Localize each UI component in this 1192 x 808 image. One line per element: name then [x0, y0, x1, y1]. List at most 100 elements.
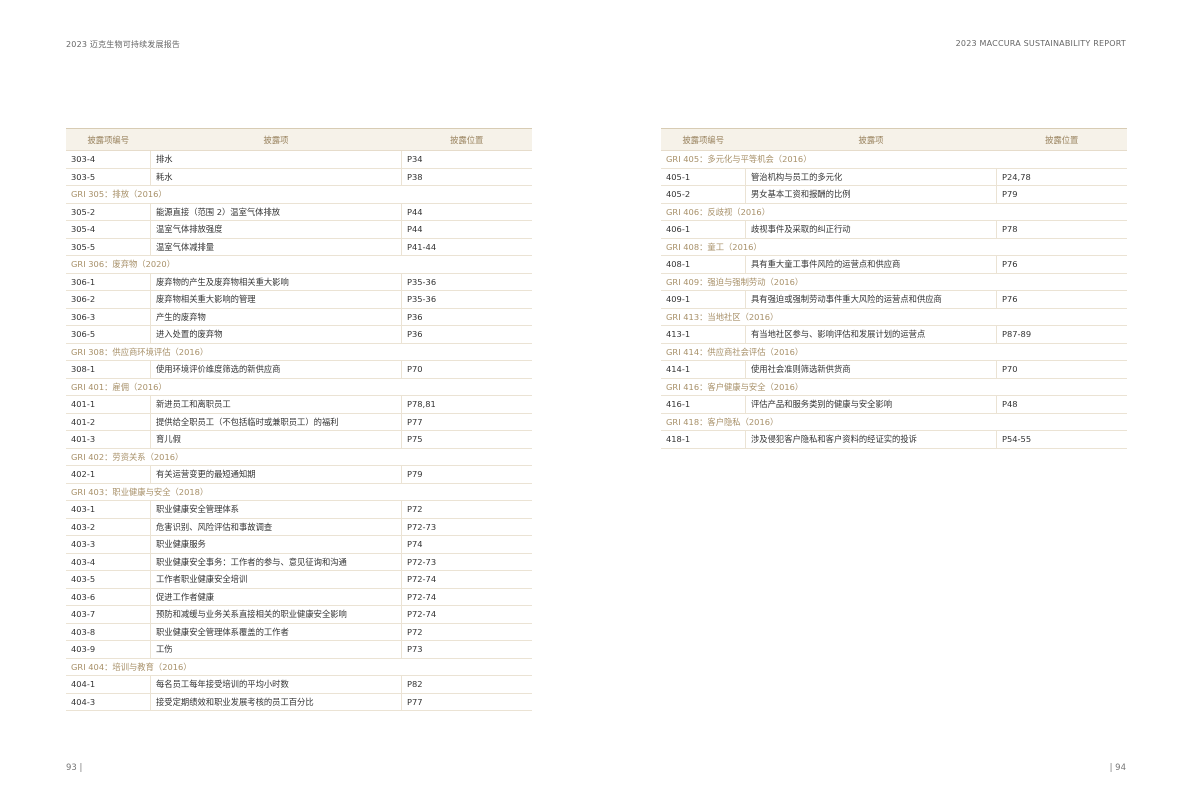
group-header-row: GRI 409：强迫与强制劳动（2016）: [661, 273, 1127, 291]
disclosure-code: 405-2: [661, 185, 746, 204]
disclosure-item: 产生的废弃物: [150, 308, 402, 326]
disclosure-item: 耗水: [150, 168, 402, 186]
disclosure-item: 有关运营变更的最短通知期: [150, 465, 402, 484]
group-title: GRI 306：废弃物（2020）: [66, 255, 532, 274]
disclosure-item: 进入处置的废弃物: [150, 325, 402, 344]
group-title: GRI 418：客户隐私（2016）: [661, 413, 1127, 431]
disclosure-page: P79: [401, 465, 532, 484]
disclosure-code: 403-9: [66, 640, 151, 659]
disclosure-code: 306-2: [66, 290, 151, 309]
disclosure-page: P72-73: [401, 553, 532, 571]
disclosure-page: P74: [401, 535, 532, 554]
disclosure-item: 排水: [150, 150, 402, 169]
group-header-row: GRI 406：反歧视（2016）: [661, 203, 1127, 221]
disclosure-page: P77: [401, 693, 532, 711]
disclosure-item: 歧视事件及采取的纠正行动: [745, 220, 997, 239]
disclosure-page: P38: [401, 168, 532, 186]
group-header-row: GRI 404：培训与教育（2016）: [66, 658, 532, 676]
group-title: GRI 402：劳资关系（2016）: [66, 448, 532, 466]
disclosure-code: 303-4: [66, 150, 151, 169]
disclosure-page: P72-74: [401, 570, 532, 589]
disclosure-page: P75: [401, 430, 532, 449]
disclosure-code: 404-1: [66, 675, 151, 694]
disclosure-code: 403-2: [66, 518, 151, 536]
disclosure-page: P70: [401, 360, 532, 379]
disclosure-item: 废弃物的产生及废弃物相关重大影响: [150, 273, 402, 291]
group-title: GRI 416：客户健康与安全（2016）: [661, 378, 1127, 396]
disclosure-code: 406-1: [661, 220, 746, 239]
disclosure-page: P76: [996, 290, 1127, 309]
disclosure-page: P24,78: [996, 168, 1127, 186]
group-title: GRI 403：职业健康与安全（2018）: [66, 483, 532, 501]
col-item: 披露项: [150, 128, 402, 151]
disclosure-code: 416-1: [661, 395, 746, 414]
group-header-row: GRI 408：童工（2016）: [661, 238, 1127, 256]
disclosure-code: 404-3: [66, 693, 151, 711]
disclosure-item: 温室气体排放强度: [150, 220, 402, 239]
disclosure-item: 涉及侵犯客户隐私和客户资料的经证实的投诉: [745, 430, 997, 449]
disclosure-code: 306-3: [66, 308, 151, 326]
col-page: 披露位置: [996, 128, 1127, 151]
disclosure-item: 职业健康安全事务：工作者的参与、意见征询和沟通: [150, 553, 402, 571]
disclosure-item: 男女基本工资和报酬的比例: [745, 185, 997, 204]
report-title-cn: 2023 迈克生物可持续发展报告: [66, 40, 181, 49]
col-code: 披露项编号: [66, 128, 151, 151]
group-title: GRI 406：反歧视（2016）: [661, 203, 1127, 221]
disclosure-item: 使用环境评价维度筛选的新供应商: [150, 360, 402, 379]
disclosure-item: 管治机构与员工的多元化: [745, 168, 997, 186]
group-title: GRI 408：童工（2016）: [661, 238, 1127, 256]
disclosure-page: P76: [996, 255, 1127, 274]
disclosure-code: 306-1: [66, 273, 151, 291]
group-header-row: GRI 401：雇佣（2016）: [66, 378, 532, 396]
group-title: GRI 413：当地社区（2016）: [661, 308, 1127, 326]
group-title: GRI 404：培训与教育（2016）: [66, 658, 532, 676]
group-header-row: GRI 405：多元化与平等机会（2016）: [661, 150, 1127, 169]
page-number-left: 93 |: [66, 763, 83, 773]
disclosure-code: 403-7: [66, 605, 151, 624]
disclosure-item: 使用社会准则筛选新供货商: [745, 360, 997, 379]
disclosure-code: 414-1: [661, 360, 746, 379]
disclosure-code: 403-5: [66, 570, 151, 589]
group-header-row: GRI 416：客户健康与安全（2016）: [661, 378, 1127, 396]
group-header-row: GRI 308：供应商环境评估（2016）: [66, 343, 532, 361]
disclosure-item: 接受定期绩效和职业发展考核的员工百分比: [150, 693, 402, 711]
disclosure-code: 402-1: [66, 465, 151, 484]
disclosure-code: 305-2: [66, 203, 151, 221]
disclosure-code: 403-1: [66, 500, 151, 519]
disclosure-item: 职业健康安全管理体系: [150, 500, 402, 519]
disclosure-page: P72-73: [401, 518, 532, 536]
disclosure-item: 具有强迫或强制劳动事件重大风险的运营点和供应商: [745, 290, 997, 309]
disclosure-item: 促进工作者健康: [150, 588, 402, 606]
disclosure-item: 工伤: [150, 640, 402, 659]
disclosure-page: P73: [401, 640, 532, 659]
disclosure-page: P72: [401, 623, 532, 641]
disclosure-item: 职业健康安全管理体系覆盖的工作者: [150, 623, 402, 641]
disclosure-page: P35-36: [401, 290, 532, 309]
disclosure-page: P48: [996, 395, 1127, 414]
disclosure-code: 401-2: [66, 413, 151, 431]
group-header-row: GRI 402：劳资关系（2016）: [66, 448, 532, 466]
gri-index-table-right: 披露项编号 披露项 披露位置 GRI 405：多元化与平等机会（2016）405…: [661, 128, 1127, 449]
disclosure-code: 305-5: [66, 238, 151, 256]
